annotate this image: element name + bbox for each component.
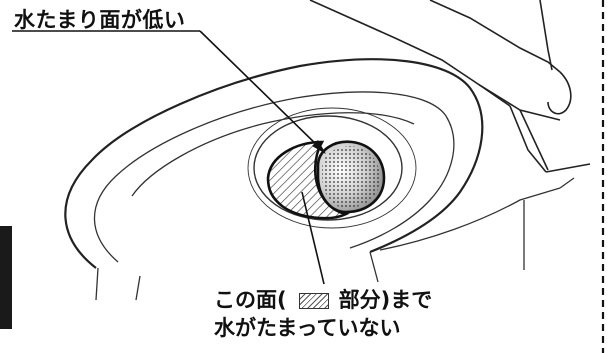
bowl-rim bbox=[64, 58, 484, 269]
callout-dry-area-line-2: 水がたまっていない bbox=[214, 316, 401, 340]
tank-outline bbox=[309, 0, 591, 173]
leader-arrowhead-top bbox=[312, 140, 326, 154]
leader-line-bottom bbox=[301, 191, 325, 285]
callout-dry-area: この面( 部分)まで 水がたまっていない bbox=[214, 286, 432, 342]
water-surface bbox=[316, 140, 386, 214]
hatch-legend-swatch bbox=[298, 293, 329, 309]
callout-prefix: この面( bbox=[214, 288, 287, 312]
callout-low-water-surface: 水たまり面が低い bbox=[14, 8, 186, 32]
water-basin bbox=[247, 107, 417, 229]
callout-suffix: 部分)まで bbox=[338, 288, 433, 312]
callout-dry-area-line-1: この面( 部分)まで bbox=[214, 286, 432, 314]
edge-tab-marker bbox=[0, 226, 12, 329]
leader-line-top bbox=[12, 30, 323, 151]
bowl-inner bbox=[93, 91, 575, 301]
